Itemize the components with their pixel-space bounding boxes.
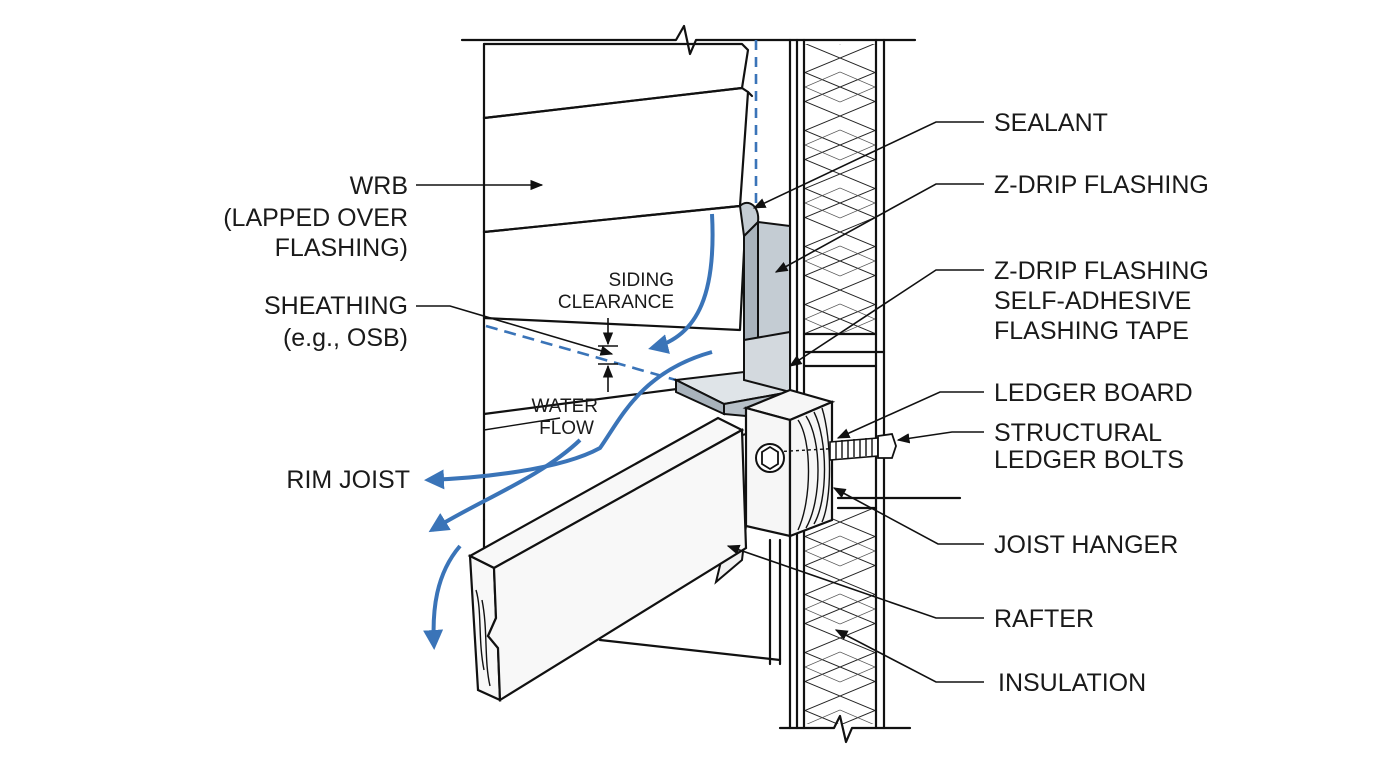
wall-assembly (778, 38, 962, 744)
label-insulation: INSULATION (998, 669, 1146, 697)
label-sheathing: SHEATHING (e.g., OSB) (264, 292, 408, 352)
label-rim-joist: RIM JOIST (286, 466, 410, 494)
label-sheathing-line2: (e.g., OSB) (283, 324, 408, 352)
label-z-drip-flashing: Z-DRIP FLASHING (994, 171, 1209, 199)
label-water-flow-line2: FLOW (539, 418, 594, 439)
label-joist-hanger: JOIST HANGER (994, 531, 1178, 559)
label-z-drip-tape-line2: SELF-ADHESIVE (994, 287, 1191, 315)
label-rafter: RAFTER (994, 605, 1094, 633)
water-flow-arrows (423, 213, 715, 650)
leader-lines (416, 121, 984, 683)
rafter (467, 416, 748, 702)
top-break-line (460, 24, 917, 56)
label-sheathing-line1: SHEATHING (264, 292, 408, 320)
label-water-flow-line1: WATER (532, 396, 599, 417)
label-z-drip-tape-line3: FLASHING TAPE (994, 317, 1189, 345)
label-siding-clearance-line1: SIDING (609, 270, 674, 291)
label-wrb-line3: FLASHING) (275, 234, 408, 262)
ledger-bolt (755, 433, 897, 473)
label-ledger-board: LEDGER BOARD (994, 379, 1193, 407)
label-sealant: SEALANT (994, 109, 1108, 137)
label-z-drip-tape: Z-DRIP FLASHING SELF-ADHESIVE FLASHING T… (994, 257, 1209, 345)
label-wrb: WRB (LAPPED OVER FLASHING) (223, 172, 408, 262)
label-siding-clearance: SIDING CLEARANCE (558, 270, 674, 313)
label-ledger-bolts-line1: STRUCTURAL (994, 419, 1162, 447)
label-ledger-bolts-line2: LEDGER BOLTS (994, 446, 1184, 474)
label-ledger-bolts: STRUCTURAL LEDGER BOLTS (994, 419, 1184, 474)
label-water-flow: WATER FLOW (532, 396, 599, 439)
siding-clearance-dimension (598, 318, 618, 392)
label-wrb-line2: (LAPPED OVER (223, 204, 408, 232)
label-siding-clearance-line2: CLEARANCE (558, 292, 674, 313)
sheathing-dashed-line (485, 324, 677, 382)
label-z-drip-tape-line1: Z-DRIP FLASHING (994, 257, 1209, 285)
label-wrb-line1: WRB (350, 172, 408, 200)
